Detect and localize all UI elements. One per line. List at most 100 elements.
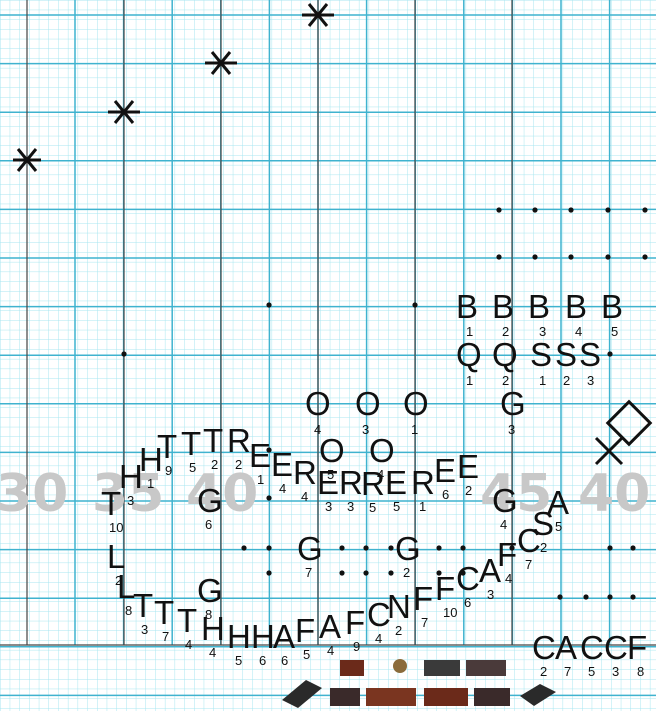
grid-dot xyxy=(532,254,537,259)
grid-dot xyxy=(496,207,501,212)
curve-letter: G xyxy=(492,482,518,519)
letter: B xyxy=(456,288,478,325)
curve-number: 4 xyxy=(185,637,192,652)
curve-letter: A xyxy=(273,618,295,655)
curve-number: 7 xyxy=(421,615,428,630)
num: 2 xyxy=(563,373,570,388)
grid-dot xyxy=(568,254,573,259)
num: 3 xyxy=(612,664,619,679)
curve-letter: G xyxy=(395,530,421,567)
curve-number: 5 xyxy=(393,499,400,514)
curve-letter: T xyxy=(154,594,174,631)
curve-number: 3 xyxy=(141,622,148,637)
watermark-30: 30 xyxy=(0,464,68,524)
letter: S xyxy=(579,336,601,373)
barrel-icon xyxy=(393,659,407,673)
grid-dot xyxy=(605,254,610,259)
curve-number: 3 xyxy=(127,493,134,508)
grid-dot xyxy=(607,545,612,550)
curve-letter: F xyxy=(413,580,433,617)
curve-letter: T xyxy=(177,602,197,639)
curve-letter: C xyxy=(367,596,391,633)
curve-number: 4 xyxy=(327,643,334,658)
curve-number: 1 xyxy=(147,476,154,491)
watermark-40b: 40 xyxy=(578,464,650,524)
num: 1 xyxy=(411,422,418,437)
curve-letter: R xyxy=(227,422,251,459)
curve-letter: E xyxy=(434,452,456,489)
curve-number: 2 xyxy=(540,540,547,555)
curve-letter: C xyxy=(517,522,541,559)
letter: S xyxy=(555,336,577,373)
grid-dot xyxy=(388,570,393,575)
letter: O xyxy=(403,385,429,422)
curve-number: 10 xyxy=(443,605,457,620)
grid-dot xyxy=(121,351,126,356)
letter: B xyxy=(528,288,550,325)
curve-letter: F xyxy=(435,570,455,607)
num: 7 xyxy=(564,664,571,679)
num: 1 xyxy=(539,373,546,388)
curve-letter: F xyxy=(295,612,315,649)
grid-dot xyxy=(607,594,612,599)
wagon-icon xyxy=(466,660,506,676)
curve-letter: R xyxy=(339,464,363,501)
curve-number: 9 xyxy=(165,463,172,478)
curve-number: 5 xyxy=(555,519,562,534)
curve-number: 8 xyxy=(205,607,212,622)
curve-number: 4 xyxy=(375,631,382,646)
wagon-icon xyxy=(424,688,468,706)
curve-letter: A xyxy=(319,608,341,645)
curve-number: 5 xyxy=(189,460,196,475)
grid-dot xyxy=(266,495,271,500)
curve-number: 4 xyxy=(377,467,384,482)
letter: O xyxy=(355,385,381,422)
grid-dot xyxy=(642,254,647,259)
curve-letter: F xyxy=(345,604,365,641)
curve-number: 2 xyxy=(395,623,402,638)
letter: B xyxy=(492,288,514,325)
curve-number: 9 xyxy=(353,639,360,654)
curve-letter: T xyxy=(181,425,201,462)
grid-dot xyxy=(388,545,393,550)
grid-dot xyxy=(241,545,246,550)
curve-letter: A xyxy=(479,552,501,589)
curve-letter: T xyxy=(157,428,177,465)
curve-number: 3 xyxy=(487,587,494,602)
curve-letter: E xyxy=(385,464,407,501)
grid-dot xyxy=(557,594,562,599)
letter: C xyxy=(532,629,556,666)
num: 2 xyxy=(540,664,547,679)
curve-letter: H xyxy=(251,618,275,655)
curve-number: 7 xyxy=(305,565,312,580)
curve-letter: E xyxy=(271,446,293,483)
grid-dot xyxy=(496,254,501,259)
curve-number: 5 xyxy=(303,647,310,662)
grid-dot xyxy=(363,545,368,550)
wagon-icon xyxy=(340,660,364,676)
curve-number: 2 xyxy=(115,573,122,588)
curve-number: 4 xyxy=(209,645,216,660)
curve-letter: H xyxy=(227,618,251,655)
grid-dot xyxy=(630,594,635,599)
curve-number: 7 xyxy=(525,557,532,572)
curve-number: 3 xyxy=(325,499,332,514)
grid-dot xyxy=(642,207,647,212)
wagon-icon xyxy=(474,688,510,706)
letter: A xyxy=(555,629,577,666)
curve-number: 5 xyxy=(369,500,376,515)
letter: C xyxy=(580,629,604,666)
grid-dot xyxy=(532,207,537,212)
letter: Q xyxy=(456,336,482,373)
letter: Q xyxy=(492,336,518,373)
grid-dot xyxy=(266,570,271,575)
curve-letter: E xyxy=(457,448,479,485)
num: 5 xyxy=(611,324,618,339)
curve-number: 6 xyxy=(442,487,449,502)
curve-number: 8 xyxy=(125,603,132,618)
curve-letter: H xyxy=(119,458,143,495)
num: 3 xyxy=(508,422,515,437)
letter: C xyxy=(604,629,628,666)
curve-number: 2 xyxy=(465,483,472,498)
